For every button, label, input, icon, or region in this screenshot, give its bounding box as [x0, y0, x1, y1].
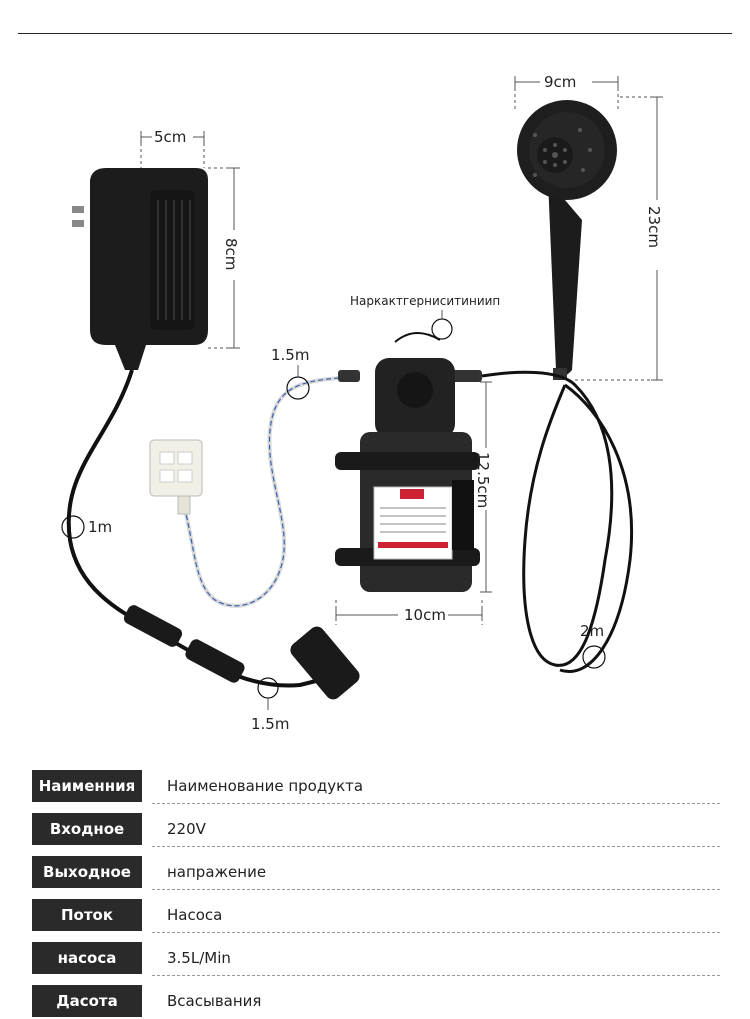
spec-label: Наименния: [32, 770, 142, 802]
power-cord-length-label: 1m: [88, 518, 112, 536]
inlet-hose-length-label: 1.5m: [271, 346, 309, 364]
spec-value: 220V: [167, 820, 206, 838]
spec-divider: [152, 932, 720, 933]
spec-label: Поток: [32, 899, 142, 931]
spec-row: Входное 220V: [32, 813, 720, 847]
inlet-filter: [149, 439, 203, 515]
shower-hose: [481, 370, 614, 667]
pump-width-label: 10cm: [404, 606, 446, 624]
spec-divider: [152, 889, 720, 890]
shower-hose-length-label: 2m: [580, 622, 604, 640]
pump-height-label: 12.5cm: [474, 452, 492, 508]
pump: [335, 332, 482, 592]
power-adapter: [72, 168, 208, 370]
spec-divider: [152, 803, 720, 804]
spec-value: Наименование продукта: [167, 777, 364, 795]
shower-width-label: 9cm: [544, 73, 576, 91]
pump-callout-label: Наркактгерниситиниип: [350, 294, 500, 308]
spec-value: 3.5L/Min: [167, 949, 231, 967]
dc-connector: [123, 605, 360, 700]
adapter-height-label: 8cm: [222, 238, 240, 270]
spec-value: Насоса: [167, 906, 223, 924]
spec-value: напражение: [167, 863, 267, 881]
spec-row: Дасота Всасывания: [32, 985, 720, 1019]
spec-divider: [152, 846, 720, 847]
spec-value: Всасывания: [167, 992, 262, 1010]
spec-label: насоса: [32, 942, 142, 974]
spec-row: Выходное напражение: [32, 856, 720, 890]
shower-height-label: 23cm: [645, 206, 663, 248]
spec-row: Наименния Наименование продукта: [32, 770, 720, 804]
spec-label: Входное: [32, 813, 142, 845]
top-divider: [18, 33, 732, 34]
shower-head: [517, 100, 617, 380]
spec-divider: [152, 975, 720, 976]
spec-row: Поток Насоса: [32, 899, 720, 933]
product-diagram: 5cm 8cm 1m 1.5m 1.5m: [0, 40, 750, 750]
output-cord-length-label: 1.5m: [251, 715, 289, 733]
spec-label: Выходное: [32, 856, 142, 888]
spec-row: насоса 3.5L/Min: [32, 942, 720, 976]
adapter-width-label: 5cm: [154, 128, 186, 146]
spec-label: Дасота: [32, 985, 142, 1017]
